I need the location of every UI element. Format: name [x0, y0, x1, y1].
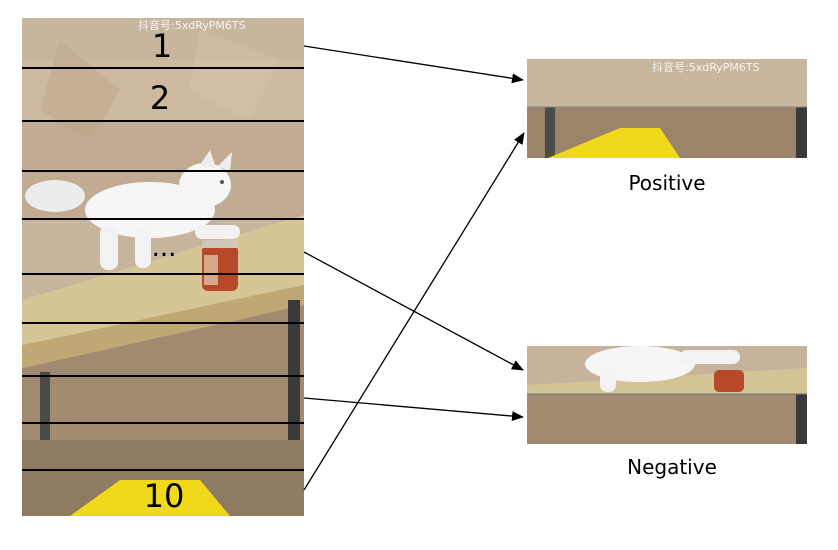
yellow-chair-icon	[70, 480, 230, 516]
cat-icon	[25, 150, 240, 270]
strip-label-ellipsis: ...	[151, 233, 177, 263]
strip-label-10: 10	[143, 477, 185, 515]
negative-image	[527, 346, 807, 444]
source-watermark: 抖音号:5xdRyPM6TS	[138, 19, 246, 32]
arrow-lower-to-negative	[303, 397, 524, 422]
positive-image	[527, 59, 807, 158]
negative-label: Negative	[627, 455, 717, 479]
strip-label-1: 1	[151, 27, 173, 65]
arrow-middle-to-negative	[303, 251, 524, 371]
arrows	[303, 45, 525, 491]
strip-label-2: 2	[149, 79, 171, 117]
positive-watermark: 抖音号:5xdRyPM6TS	[652, 61, 760, 74]
arrow-strip1-to-positive	[303, 45, 524, 84]
jar-icon	[202, 240, 238, 291]
strip-dividers	[22, 67, 304, 471]
positive-label: Positive	[628, 171, 706, 195]
